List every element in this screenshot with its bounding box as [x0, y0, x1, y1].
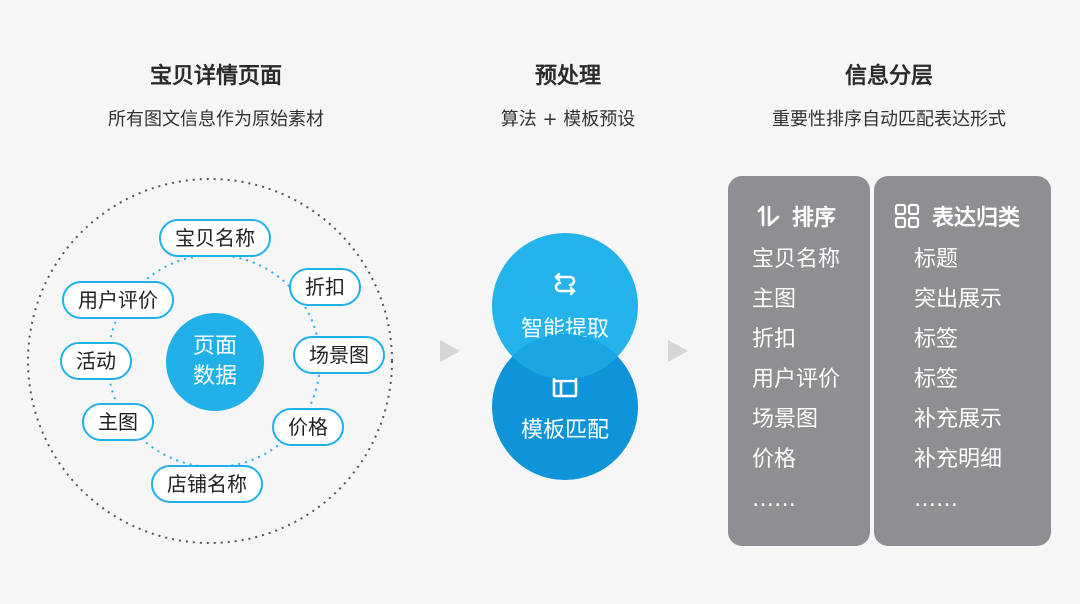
sort-panel: 排序 宝贝名称 主图 折扣 用户评价 场景图 价格 ……: [728, 176, 870, 546]
template-step: 模板匹配: [492, 334, 638, 480]
list-item: ……: [752, 487, 796, 512]
outer-dashed-ring: [27, 178, 393, 544]
expression-list: 标题 突出展示 标签 标签 补充展示 补充明细 ……: [874, 240, 1051, 520]
grid-icon: [894, 203, 920, 229]
list-item: ……: [914, 487, 958, 512]
column-layers: 信息分层 重要性排序自动匹配表达形式: [729, 62, 1049, 132]
link-extract-icon: [550, 269, 580, 303]
source-diagram: 页面 数据 宝贝名称 折扣 场景图 价格 店铺名称 主图 活动 用户评价: [0, 0, 440, 604]
source-item: 店铺名称: [151, 465, 263, 503]
expression-panel-header: 表达归类: [874, 196, 1051, 236]
list-item: 标题: [914, 247, 959, 272]
source-item: 主图: [82, 403, 154, 441]
column-process: 预处理 算法 + 模板预设: [408, 62, 728, 132]
list-item: 价格: [752, 447, 797, 472]
sort-panel-title: 排序: [792, 206, 837, 231]
source-title: 宝贝详情页面: [149, 64, 282, 89]
expression-panel-title: 表达归类: [932, 206, 1021, 231]
sort-icon: [756, 203, 782, 229]
source-item: 宝贝名称: [159, 219, 271, 257]
process-title: 预处理: [534, 64, 601, 89]
list-item: 突出展示: [914, 287, 1003, 312]
sort-list: 宝贝名称 主图 折扣 用户评价 场景图 价格 ……: [728, 240, 870, 520]
source-subtitle: 所有图文信息作为原始素材: [108, 109, 324, 130]
expression-panel: 表达归类 标题 突出展示 标签 标签 补充展示 补充明细 ……: [874, 176, 1051, 546]
source-item: 活动: [60, 342, 132, 380]
layers-subtitle: 重要性排序自动匹配表达形式: [772, 109, 1006, 130]
list-item: 场景图: [752, 407, 819, 432]
layers-title: 信息分层: [844, 64, 933, 89]
sort-panel-header: 排序: [728, 196, 870, 236]
list-item: 标签: [914, 327, 959, 352]
list-item: 用户评价: [752, 367, 841, 392]
template-label: 模板匹配: [520, 418, 609, 443]
list-item: 补充展示: [914, 407, 1003, 432]
flow-arrow-2: [668, 340, 688, 362]
column-source: 宝贝详情页面 所有图文信息作为原始素材: [56, 62, 376, 132]
process-subtitle: 算法 + 模板预设: [500, 109, 636, 130]
list-item: 主图: [752, 287, 797, 312]
list-item: 补充明细: [914, 447, 1003, 472]
center-line-2: 数据: [192, 364, 237, 389]
source-item: 场景图: [293, 336, 385, 374]
source-item: 折扣: [289, 268, 361, 306]
list-item: 标签: [914, 367, 959, 392]
center-line-1: 页面: [192, 334, 237, 359]
source-item: 价格: [272, 408, 344, 446]
layout-template-icon: [550, 370, 580, 404]
list-item: 折扣: [752, 327, 797, 352]
center-data-circle: 页面 数据: [166, 313, 264, 411]
flow-arrow-1: [440, 340, 460, 362]
source-item: 用户评价: [62, 281, 174, 319]
list-item: 宝贝名称: [752, 247, 841, 272]
